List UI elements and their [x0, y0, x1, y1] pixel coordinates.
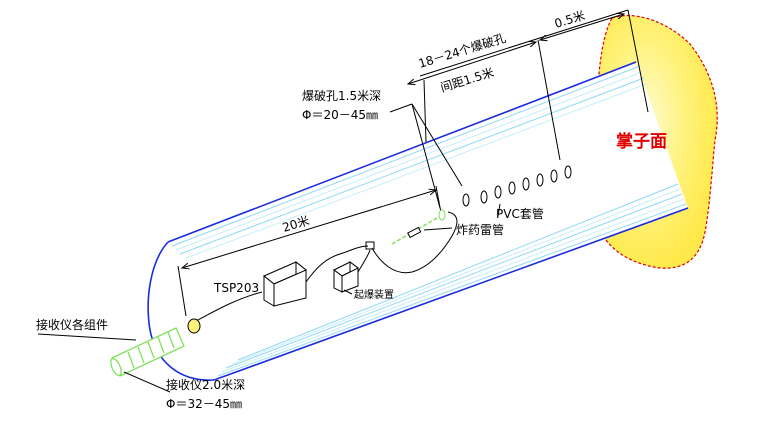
blast-hole: [522, 177, 530, 191]
connector-box: [365, 241, 375, 250]
charge-leader: [423, 227, 453, 231]
blast-hole: [494, 185, 502, 199]
charge-hole: [391, 209, 446, 245]
blast-hole-diameter-label: Φ＝20－45㎜: [302, 108, 378, 122]
receiver-assembly-leader: [37, 333, 137, 341]
blast-hole: [564, 165, 572, 179]
receiver-hole: [187, 318, 201, 334]
blast-holes: [462, 165, 572, 207]
receiver-probe: [110, 327, 185, 377]
blast-hole: [536, 173, 544, 187]
blast-hole: [462, 193, 470, 207]
charge-detonator-label: 炸药雷管: [456, 222, 504, 237]
tsp-unit: [263, 260, 307, 307]
initiator-box-label: 起爆装置: [354, 288, 394, 301]
tunnel-face-label: 掌子面: [616, 131, 667, 152]
pvc-leader: [497, 203, 501, 217]
receiver-diameter-label: Φ＝32－45㎜: [166, 397, 242, 411]
blast-hole: [508, 181, 516, 195]
receiver-depth-label: 接收仪2.0米深: [166, 377, 245, 392]
blast-hole: [550, 169, 558, 183]
blast-hole: [480, 190, 488, 204]
receiver-depth-leader: [123, 371, 171, 393]
receiver-assembly-label: 接收仪各组件: [36, 317, 108, 332]
blast-hole-spacing-label: 间距1.5米: [439, 65, 496, 94]
blast-hole-depth-label: 爆破孔1.5米深: [302, 88, 381, 103]
blast-hole-count-label: 18－24个爆破孔: [416, 30, 507, 71]
initiator-leader: [343, 289, 353, 295]
tunnel-body: [146, 61, 689, 381]
tsp-unit-label: TSP203: [213, 281, 259, 295]
pvc-casing-label: PVC套管: [496, 206, 544, 221]
detonator: [407, 226, 422, 239]
cables: [193, 211, 458, 323]
initiator-box: [333, 261, 359, 293]
top-dimension: [408, 9, 649, 161]
